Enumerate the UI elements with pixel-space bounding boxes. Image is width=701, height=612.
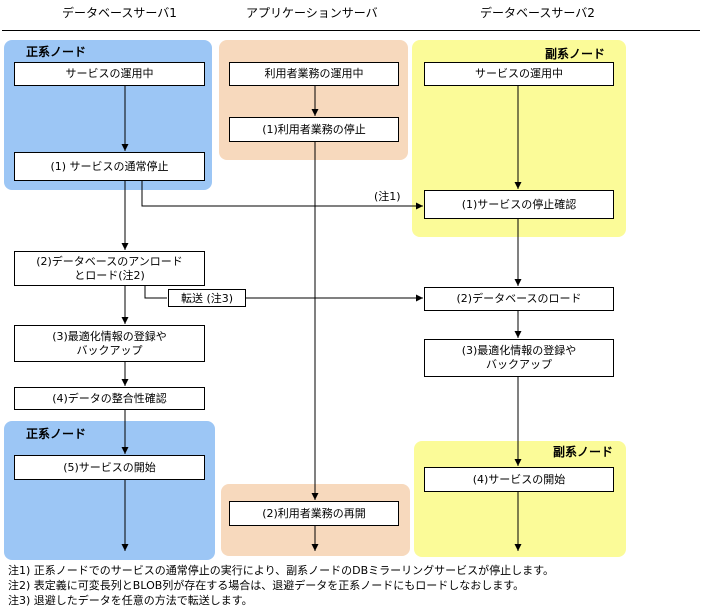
db1-opt-register-box: (3)最適化情報の登録や バックアップ: [14, 325, 205, 362]
header-db-server-2: データベースサーバ2: [480, 6, 595, 20]
footnote-2: 注2) 表定義に可変長列とBLOB列が存在する場合は、退避データを正系ノードにも…: [8, 579, 525, 592]
app-business-running-box: 利用者業務の運用中: [229, 62, 399, 86]
transfer-line-left: [144, 286, 167, 299]
db1-service-start-box: (5)サービスの開始: [14, 455, 205, 480]
db2-service-running-box: サービスの運用中: [424, 62, 614, 86]
secondary-node-label-top: 副系ノード: [545, 47, 606, 61]
footnote-3: 注3) 退避したデータを任意の方法で転送します。: [8, 594, 253, 607]
db1-unload-load-box: (2)データベースのアンロード とロード(注2): [14, 251, 205, 286]
db1-normal-stop-box: (1) サービスの通常停止: [14, 152, 205, 181]
primary-node-zone-bottom: [4, 421, 215, 560]
db2-opt-register-box: (3)最適化情報の登録や バックアップ: [424, 339, 614, 377]
db2-stop-confirm-box: (1)サービスの停止確認: [424, 190, 614, 219]
arrow-stop-to-confirm: [141, 181, 423, 210]
app-business-resume-box: (2)利用者業務の再開: [229, 501, 399, 526]
db1-consistency-box: (4)データの整合性確認: [14, 387, 205, 410]
primary-node-label-bottom: 正系ノード: [26, 427, 87, 441]
db2-service-start-box: (4)サービスの開始: [424, 467, 614, 492]
footnote-1: 注1) 正系ノードでのサービスの通常停止の実行により、副系ノードのDBミラーリン…: [8, 564, 555, 577]
secondary-node-label-bottom: 副系ノード: [553, 445, 614, 459]
primary-node-label-top: 正系ノード: [26, 45, 87, 59]
db2-db-load-box: (2)データベースのロード: [424, 287, 614, 311]
app-business-stop-box: (1)利用者業務の停止: [229, 117, 399, 142]
db1-service-running-box: サービスの運用中: [14, 62, 205, 86]
header-app-server: アプリケーションサーバ: [246, 6, 378, 20]
header-db-server-1: データベースサーバ1: [62, 6, 177, 20]
transfer-tag: 転送 (注3): [168, 289, 246, 307]
header-divider: [2, 30, 700, 31]
note1-marker: (注1): [374, 190, 401, 203]
